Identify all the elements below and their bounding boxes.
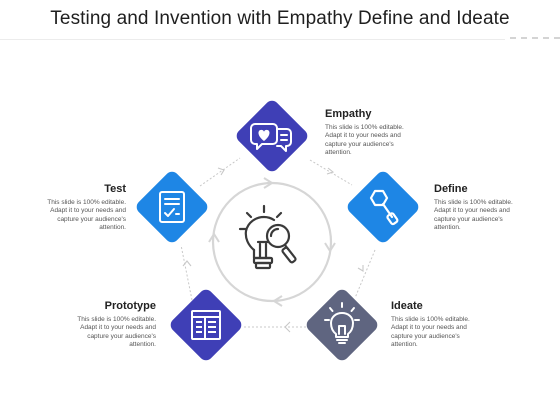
ring-arrow-left [208, 232, 220, 243]
step-prototype-label: Prototype [104, 300, 156, 312]
arrow-empathy-define [326, 167, 335, 175]
step-test-label: Test [104, 183, 126, 195]
ring-arrow-bottom [272, 295, 283, 307]
step-prototype-description: This slide is 100% editable. Adapt it to… [77, 316, 156, 348]
step-ideate-label: Ideate [391, 300, 423, 312]
chat-heart-icon [234, 98, 310, 174]
arrow-define-ideate [357, 265, 364, 272]
layout-icon [168, 287, 244, 363]
title-accent-dash [510, 37, 560, 39]
step-test-description: This slide is 100% editable. Adapt it to… [47, 199, 126, 231]
checklist-icon [134, 169, 210, 245]
arrow-ideate-prototype [284, 321, 291, 333]
step-ideate-description: This slide is 100% editable. Adapt it to… [391, 316, 470, 348]
arrow-test-empathy [217, 167, 225, 176]
connector-test-empathy [199, 157, 241, 187]
step-empathy-label: Empathy [325, 108, 372, 120]
lightbulb-icon [304, 287, 380, 363]
ring-arrow-top [263, 177, 274, 189]
lightbulb-magnifier-icon [230, 200, 310, 280]
step-define-label: Define [434, 183, 468, 195]
connector-define-ideate [354, 249, 376, 299]
page-title: Testing and Invention with Empathy Defin… [50, 8, 510, 29]
step-empathy-description: This slide is 100% editable. Adapt it to… [325, 124, 404, 156]
connector-prototype-test [180, 244, 193, 301]
step-define-description: This slide is 100% editable. Adapt it to… [434, 199, 513, 231]
arrow-prototype-test [182, 260, 192, 267]
title-underline [0, 39, 505, 40]
magnifier-icon [345, 169, 421, 245]
ring-arrow-right [324, 242, 336, 253]
